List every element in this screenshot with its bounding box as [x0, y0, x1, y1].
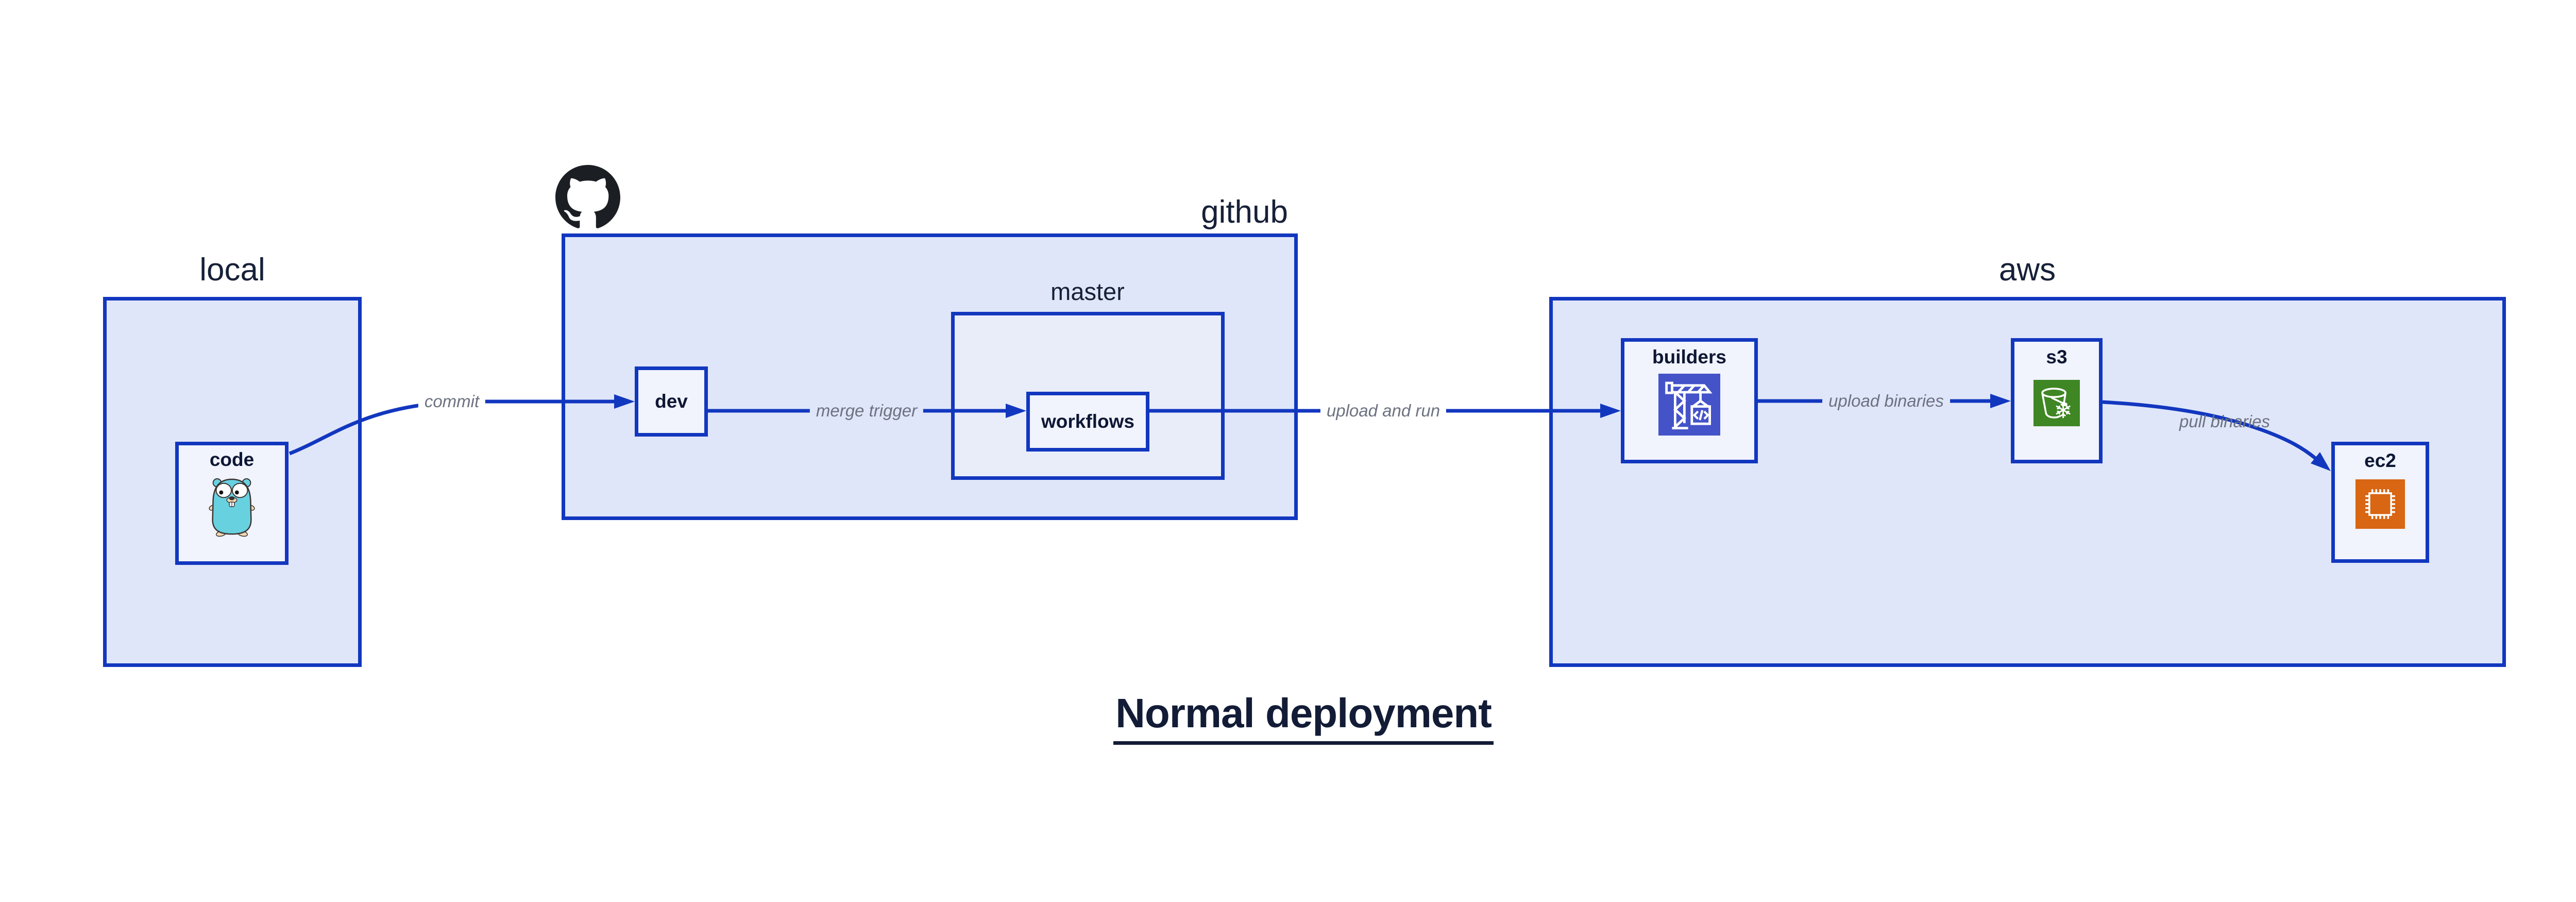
node-workflows: workflows — [1026, 392, 1149, 452]
edge-label-pull-binaries: pull binaries — [2179, 412, 2270, 431]
label-github: github — [1201, 194, 1288, 230]
aws-s3-glacier-bucket-icon — [2033, 380, 2080, 427]
node-dev: dev — [635, 366, 708, 437]
node-builders: builders </> — [1621, 338, 1758, 463]
github-octocat-icon — [555, 165, 620, 228]
aws-codebuild-crane-icon: </> — [1658, 374, 1720, 436]
node-code-label: code — [209, 449, 255, 470]
go-gopher-icon — [209, 478, 255, 537]
node-s3-label: s3 — [2046, 346, 2067, 368]
node-dev-label: dev — [655, 390, 688, 412]
edge-label-upload-and-run: upload and run — [1320, 400, 1447, 421]
label-master: master — [1050, 278, 1125, 305]
node-ec2: ec2 — [2331, 442, 2429, 563]
label-local: local — [199, 252, 265, 288]
node-s3: s3 — [2011, 338, 2103, 463]
node-code: code — [175, 442, 289, 565]
aws-ec2-chip-icon — [2355, 479, 2405, 529]
node-ec2-label: ec2 — [2364, 450, 2396, 471]
edge-label-merge-trigger: merge trigger — [809, 400, 924, 421]
node-workflows-label: workflows — [1041, 410, 1134, 432]
diagram-title-container: Normal deployment — [1097, 690, 1510, 745]
edge-label-upload-binaries: upload binaries — [1822, 391, 1950, 411]
diagram-title: Normal deployment — [1113, 690, 1494, 745]
edge-label-commit: commit — [418, 391, 486, 412]
label-aws: aws — [1998, 252, 2056, 288]
node-builders-label: builders — [1652, 346, 1726, 368]
